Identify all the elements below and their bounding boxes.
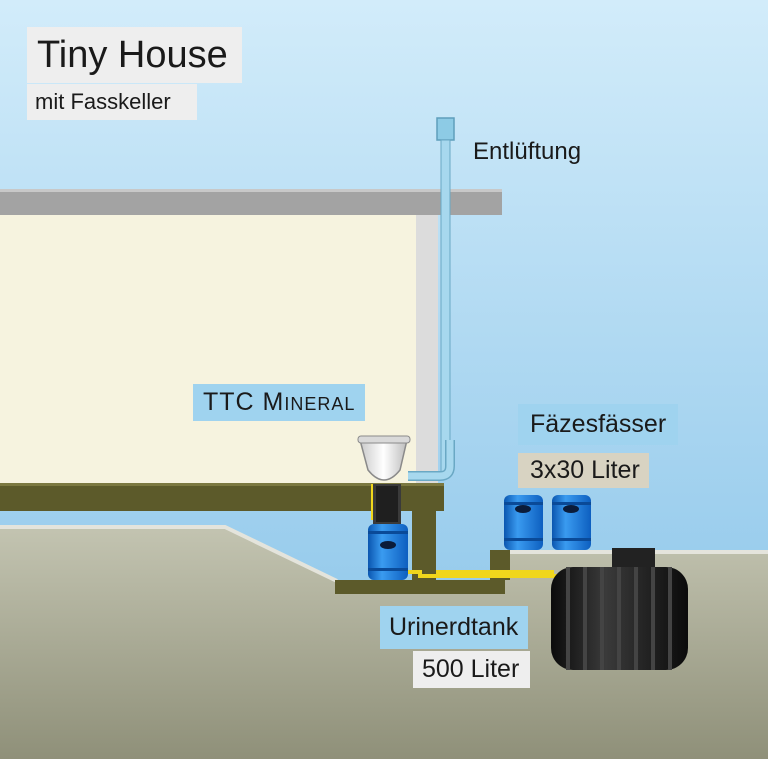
page-subtitle: mit Fasskeller [27,84,197,120]
pillar [412,511,436,581]
urine-tank-label: Urinerdtank [380,606,529,649]
faeces-barrels-label: Fäzesfässer [518,404,679,445]
vent-pipe [440,139,451,474]
toilet [357,435,411,524]
vent-cap [436,117,455,141]
toilet-label: TTC Mineral [193,384,366,421]
faeces-volume-label: 3x30 Liter [518,453,649,488]
faeces-barrel-2 [552,495,591,550]
toilet-barrel [368,524,408,580]
cellar-base [335,580,505,594]
page-title: Tiny House [27,27,242,83]
vent-label: Entlüftung [473,138,582,165]
urine-volume-label: 500 Liter [413,651,531,688]
house-wall [0,215,418,483]
floor-beam [0,483,444,511]
floor-beam-top [0,483,444,486]
faeces-barrel-1 [504,495,543,550]
house-side [416,215,438,483]
roof-highlight [0,189,502,192]
urine-tank [551,548,688,670]
roof [0,191,502,215]
